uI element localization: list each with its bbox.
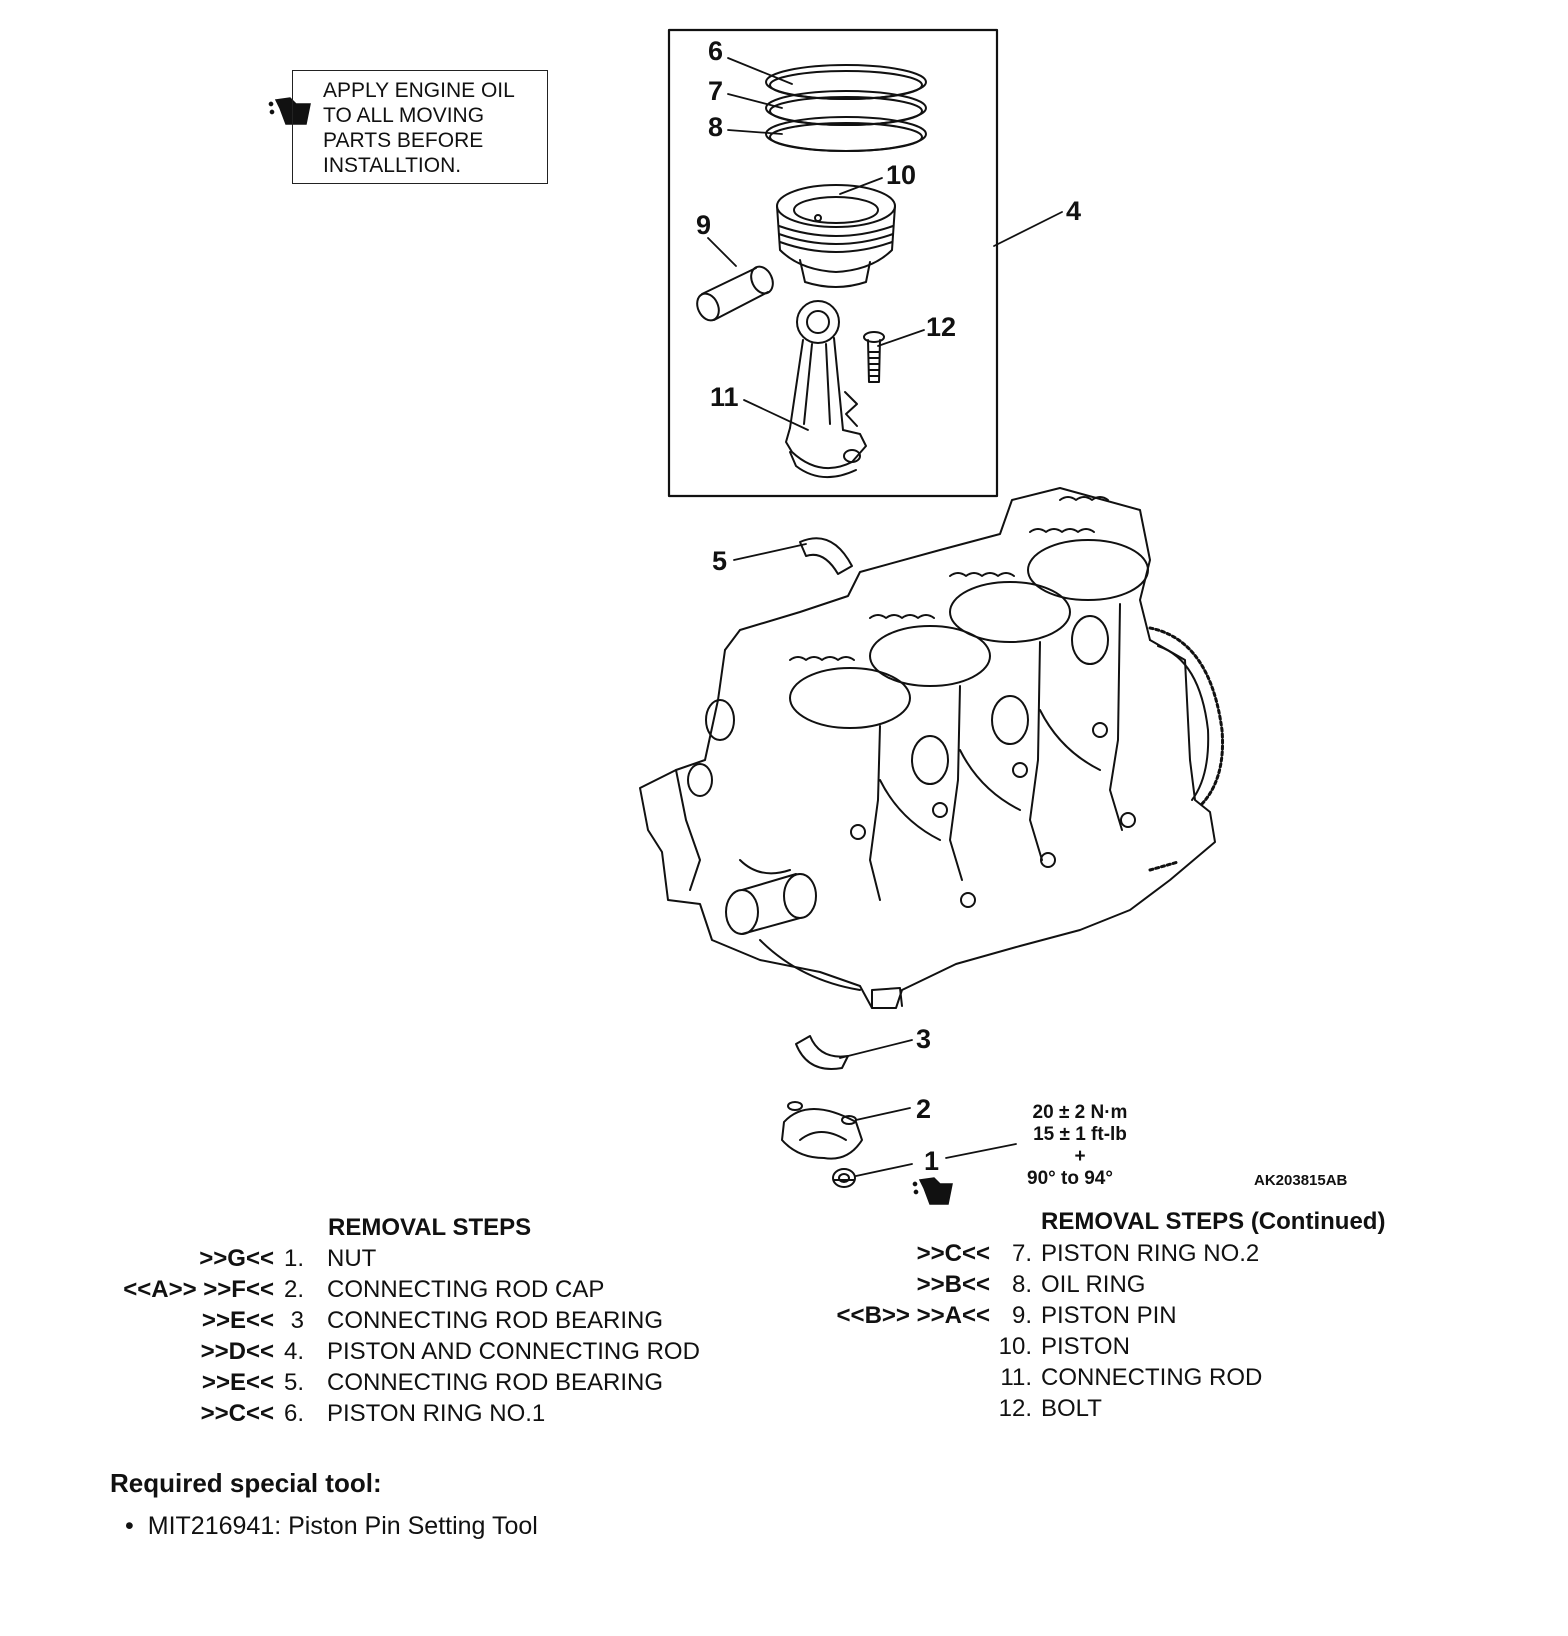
torque-spec-angle: 90° to 94° bbox=[1027, 1168, 1113, 1189]
torque-spec-plus: + bbox=[1074, 1146, 1086, 1167]
callout-4: 4 bbox=[1066, 196, 1082, 226]
callout-10: 10 bbox=[886, 160, 917, 190]
connecting-rod bbox=[785, 300, 867, 479]
removal-step-6: >>C<< 6. PISTON RING NO.1 bbox=[0, 1399, 800, 1429]
note-line-3: PARTS BEFORE bbox=[323, 129, 484, 152]
removal-step-9: <<B>> >>A<< 9. PISTON PIN bbox=[800, 1301, 1560, 1331]
figure-code: AK203815AB bbox=[1254, 1172, 1348, 1189]
removal-step-12: 12. BOLT bbox=[800, 1394, 1560, 1424]
step-codes: >>E<< bbox=[201, 1307, 274, 1334]
note-line-1: APPLY ENGINE OIL bbox=[323, 79, 515, 102]
callout-6: 6 bbox=[708, 36, 724, 66]
removal-step-3: >>E<< 3 CONNECTING ROD BEARING bbox=[0, 1306, 800, 1336]
step-number: 5. bbox=[283, 1369, 304, 1396]
removal-step-11: 11. CONNECTING ROD bbox=[800, 1363, 1560, 1393]
removal-step-10: 10. PISTON bbox=[800, 1332, 1560, 1362]
step-name: OIL RING bbox=[1041, 1271, 1146, 1298]
step-codes: <<B>> >>A<< bbox=[836, 1302, 990, 1329]
removal-step-8: >>B<< 8. OIL RING bbox=[800, 1270, 1560, 1300]
removal-step-4: >>D<< 4. PISTON AND CONNECTING ROD bbox=[0, 1337, 800, 1367]
oil-ring bbox=[765, 116, 927, 152]
removal-step-2: <<A>> >>F<< 2. CONNECTING ROD CAP bbox=[0, 1275, 800, 1305]
upper-connecting-rod-bearing bbox=[799, 537, 853, 575]
cylinder-block bbox=[639, 487, 1216, 1009]
oil-note-box: APPLY ENGINE OIL TO ALL MOVING PARTS BEF… bbox=[292, 70, 548, 184]
bullet-icon: • bbox=[125, 1512, 134, 1540]
step-codes: >>B<< bbox=[916, 1271, 990, 1298]
callout-8: 8 bbox=[708, 112, 724, 142]
step-number: 8. bbox=[1011, 1271, 1032, 1298]
step-number: 1. bbox=[283, 1245, 304, 1272]
step-name: PISTON bbox=[1041, 1333, 1130, 1360]
step-codes: >>D<< bbox=[200, 1338, 274, 1365]
step-number: 10. bbox=[998, 1333, 1032, 1360]
callout-11: 11 bbox=[710, 382, 739, 412]
step-number: 2. bbox=[283, 1276, 304, 1303]
piston-pin bbox=[696, 265, 774, 322]
step-codes: >>C<< bbox=[916, 1240, 990, 1267]
callout-1: 1 bbox=[924, 1146, 940, 1176]
step-name: PISTON AND CONNECTING ROD bbox=[327, 1338, 700, 1365]
step-number: 6. bbox=[283, 1400, 304, 1427]
step-number: 4. bbox=[283, 1338, 304, 1365]
removal-steps-continued-title: REMOVAL STEPS (Continued) bbox=[1041, 1208, 1386, 1235]
step-name: BOLT bbox=[1041, 1395, 1102, 1422]
step-name: NUT bbox=[327, 1245, 377, 1272]
oil-can-icon-nut bbox=[912, 1177, 953, 1205]
step-codes: >>C<< bbox=[200, 1400, 274, 1427]
step-codes: >>G<< bbox=[199, 1245, 274, 1272]
step-name: PISTON RING NO.2 bbox=[1041, 1240, 1260, 1267]
callout-2: 2 bbox=[916, 1094, 932, 1124]
step-name: CONNECTING ROD BEARING bbox=[327, 1307, 664, 1334]
callout-7: 7 bbox=[708, 76, 724, 106]
piston-ring-no2 bbox=[765, 90, 927, 126]
step-number: 9. bbox=[1011, 1302, 1032, 1329]
removal-step-7: >>C<< 7. PISTON RING NO.2 bbox=[800, 1239, 1560, 1269]
step-name: PISTON RING NO.1 bbox=[327, 1400, 546, 1427]
callout-5: 5 bbox=[712, 546, 728, 576]
torque-spec-ftlb: 15 ± 1 ft-lb bbox=[1033, 1124, 1127, 1145]
special-tool-item: • MIT216941: Piston Pin Setting Tool bbox=[125, 1512, 538, 1541]
step-name: CONNECTING ROD bbox=[1041, 1364, 1263, 1391]
special-tool-text: MIT216941: Piston Pin Setting Tool bbox=[147, 1512, 538, 1540]
step-number: 12. bbox=[998, 1395, 1032, 1422]
step-number: 3 bbox=[290, 1307, 304, 1334]
note-line-2: TO ALL MOVING bbox=[323, 104, 485, 127]
connecting-rod-cap bbox=[781, 1101, 863, 1160]
note-line-4: INSTALLTION. bbox=[323, 154, 462, 177]
step-number: 7. bbox=[1011, 1240, 1032, 1267]
callout-3: 3 bbox=[916, 1024, 932, 1054]
removal-steps-title: REMOVAL STEPS bbox=[328, 1214, 532, 1241]
step-name: CONNECTING ROD BEARING bbox=[327, 1369, 664, 1396]
step-name: PISTON PIN bbox=[1041, 1302, 1177, 1329]
step-codes: <<A>> >>F<< bbox=[123, 1276, 274, 1303]
oil-can-icon bbox=[268, 97, 311, 125]
removal-step-1: >>G<< 1. NUT bbox=[0, 1244, 800, 1274]
piston bbox=[776, 184, 896, 288]
leader-lines bbox=[707, 57, 1063, 1177]
callout-12: 12 bbox=[926, 312, 957, 342]
step-number: 11. bbox=[1000, 1364, 1032, 1391]
connecting-rod-bolt bbox=[863, 331, 885, 383]
flywheel-gear bbox=[1148, 626, 1224, 872]
callout-9: 9 bbox=[696, 210, 712, 240]
piston-assembly-frame bbox=[667, 28, 999, 498]
step-name: CONNECTING ROD CAP bbox=[327, 1276, 605, 1303]
torque-spec-nm: 20 ± 2 N·m bbox=[1032, 1102, 1128, 1123]
piston-ring-no1 bbox=[765, 64, 927, 100]
special-tool-title: Required special tool: bbox=[110, 1468, 382, 1498]
step-codes: >>E<< bbox=[201, 1369, 274, 1396]
removal-step-5: >>E<< 5. CONNECTING ROD BEARING bbox=[0, 1368, 800, 1398]
lower-connecting-rod-bearing bbox=[795, 1035, 849, 1070]
connecting-rod-nut bbox=[832, 1168, 856, 1188]
